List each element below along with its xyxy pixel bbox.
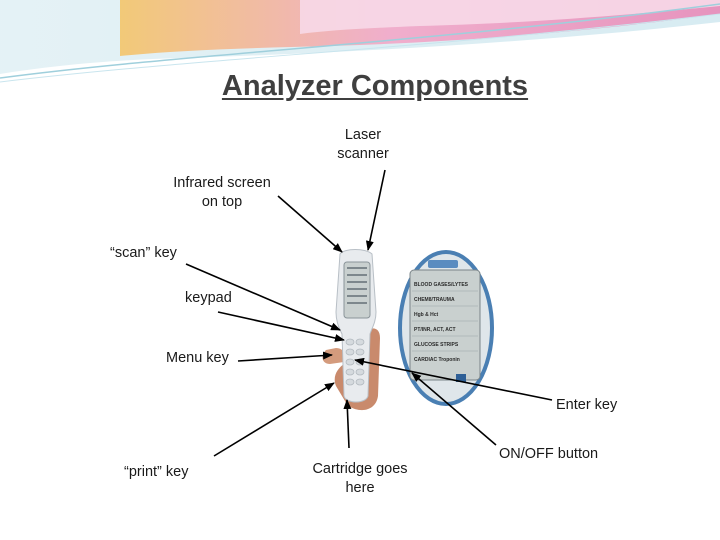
label-scan-key: “scan” key (110, 244, 177, 263)
arrow-laser-scanner (368, 170, 385, 250)
label-infrared-screen: Infrared screen on top (160, 174, 284, 212)
arrow-enter-key (355, 360, 552, 400)
label-on-off-button: ON/OFF button (499, 445, 598, 464)
label-menu-key: Menu key (166, 349, 229, 368)
arrow-print-key (214, 383, 334, 456)
arrow-infrared-screen (278, 196, 342, 252)
arrow-keypad (218, 312, 344, 340)
label-enter-key: Enter key (556, 396, 617, 415)
label-cartridge: Cartridge goes here (302, 460, 418, 498)
label-keypad: keypad (185, 289, 232, 308)
arrow-on-off-button (412, 373, 496, 445)
arrow-menu-key (238, 355, 332, 361)
label-print-key: “print” key (124, 463, 188, 482)
label-laser-scanner: Laser scanner (328, 126, 398, 164)
arrow-cartridge (347, 400, 349, 448)
